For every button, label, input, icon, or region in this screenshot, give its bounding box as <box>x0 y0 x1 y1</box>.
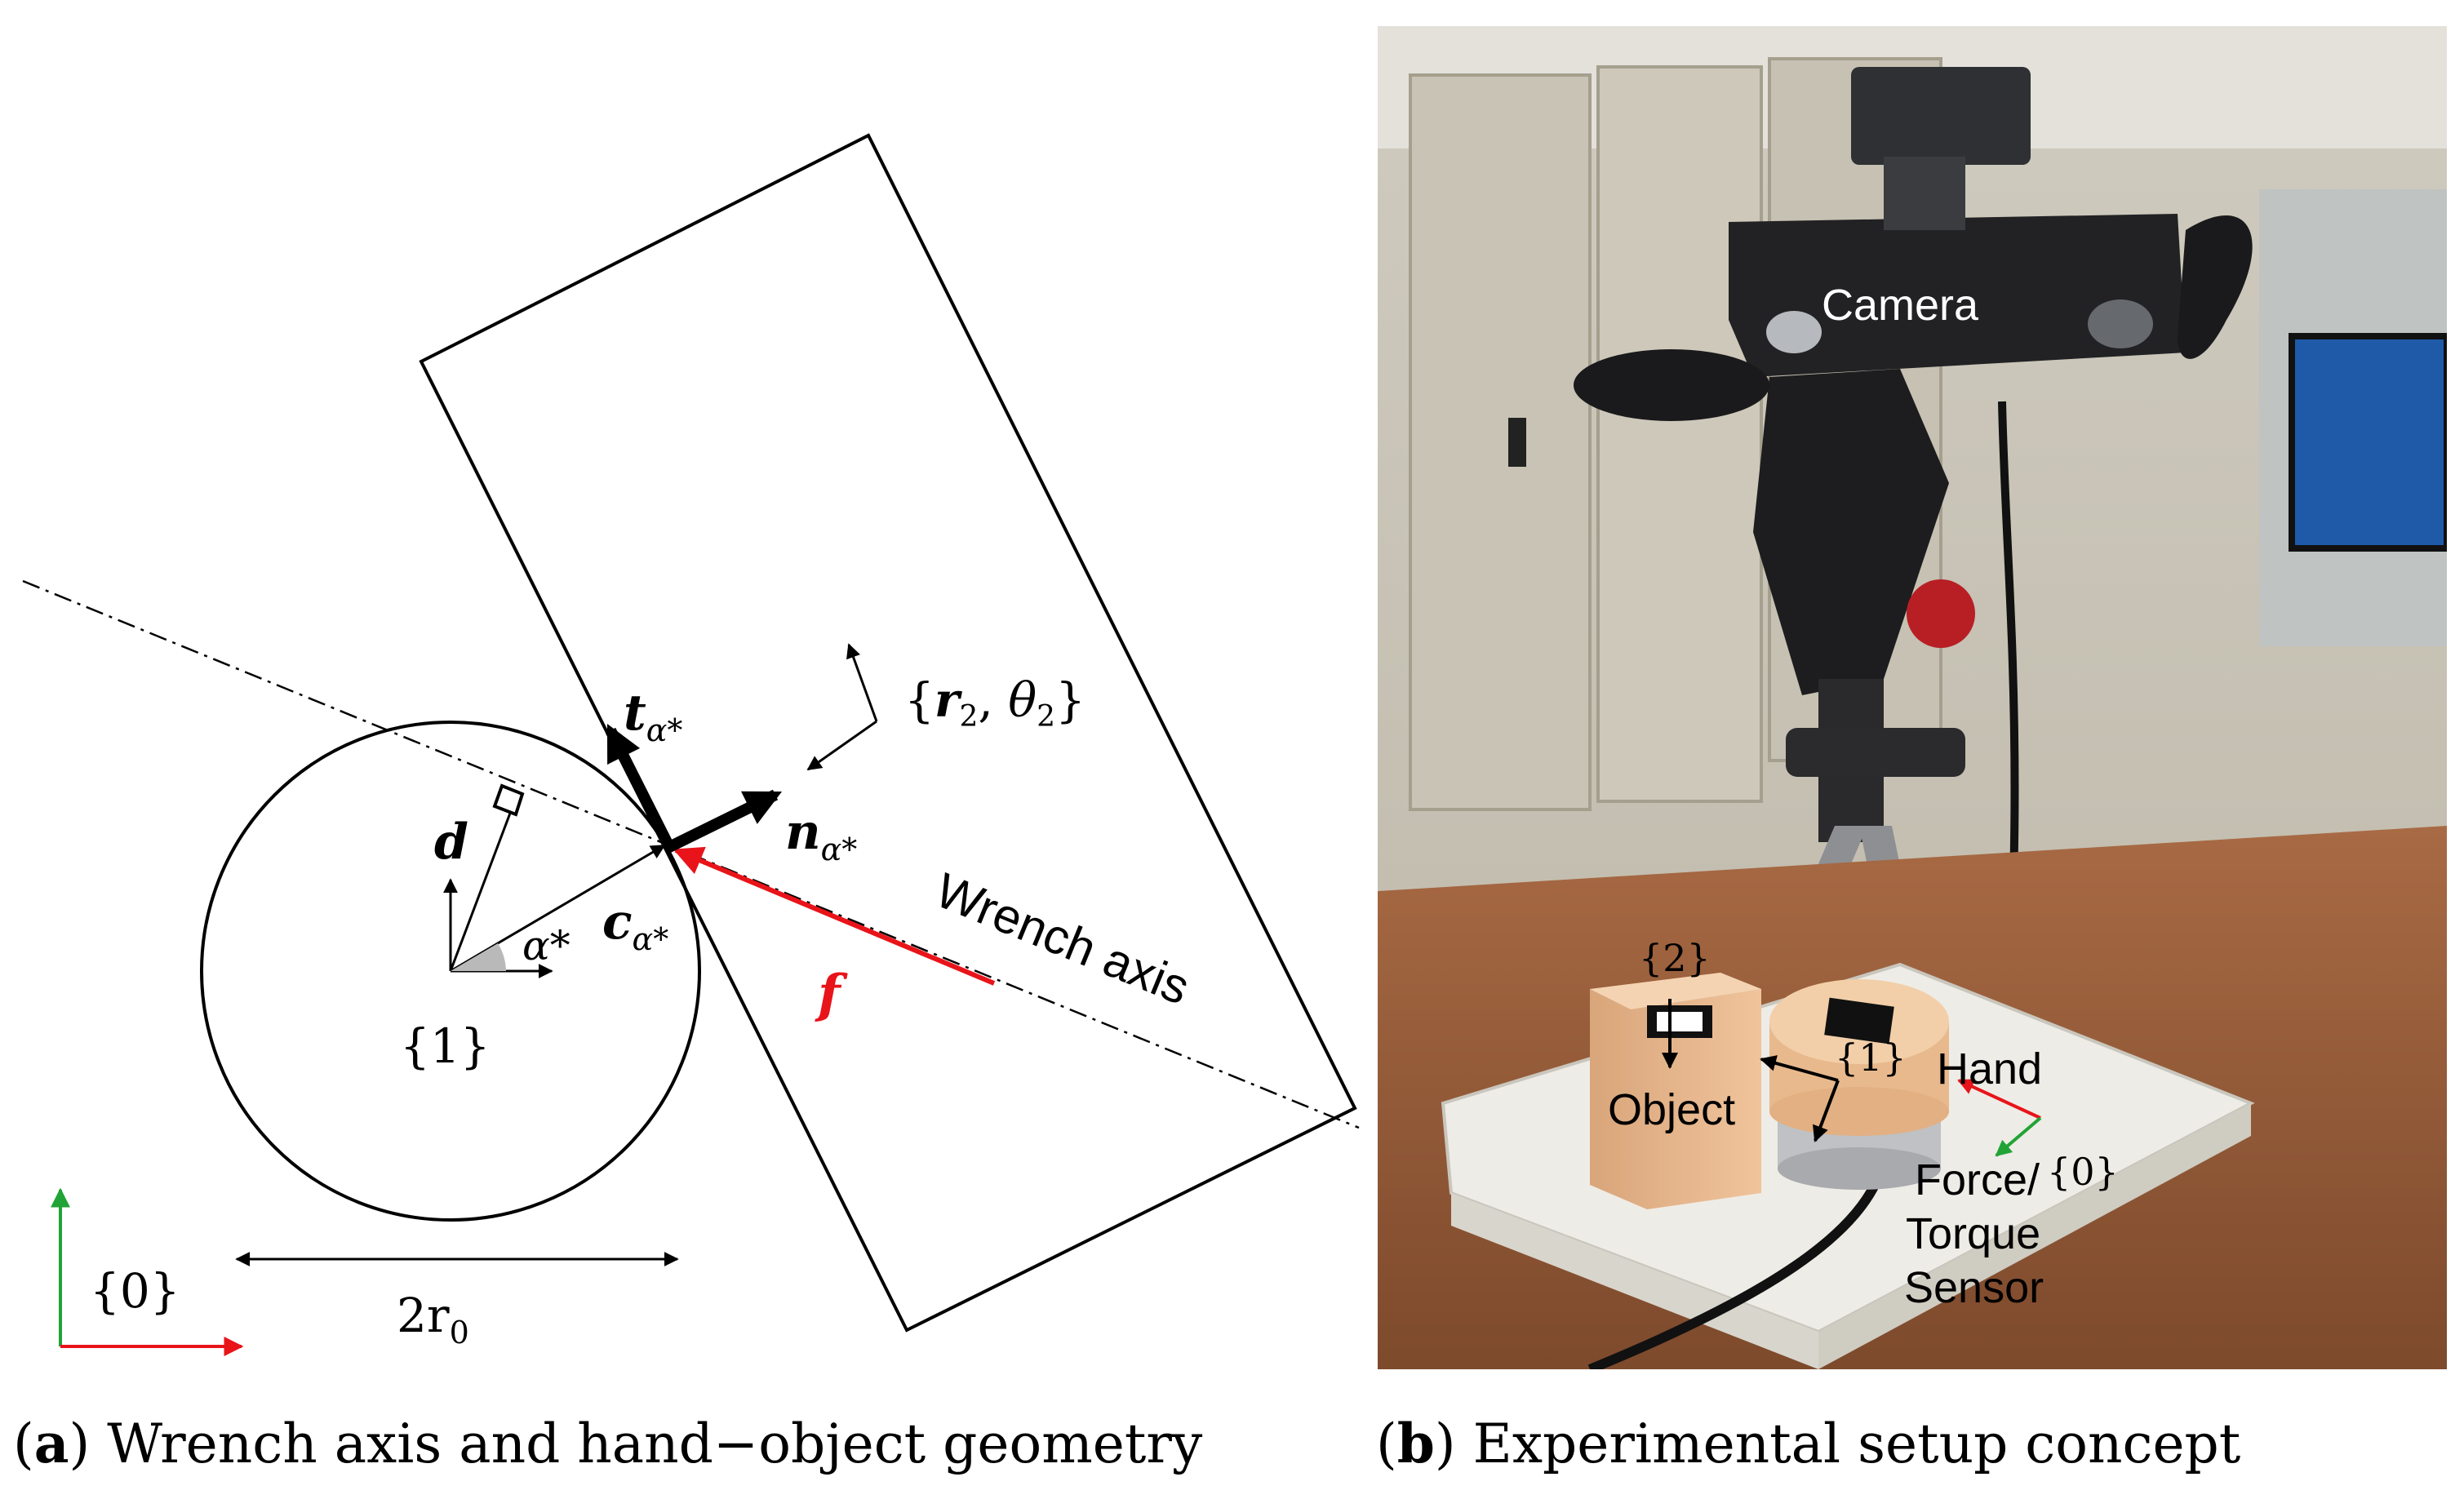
wrench-axis-label: Wrench axis <box>928 863 1197 1015</box>
frame0-label: {0} <box>2047 1150 2119 1194</box>
frame1-arrow-a <box>1760 1055 1839 1082</box>
d-label: d <box>434 814 468 871</box>
caption-b: (b) Experimental setup concept <box>1376 1412 2241 1475</box>
frame1-label: {1} <box>1835 1036 1907 1080</box>
frame2-axis-a <box>806 720 877 771</box>
hand-marker <box>1824 997 1894 1045</box>
force-label: f <box>815 964 848 1025</box>
object-block-top <box>1590 973 1761 1009</box>
right-angle-marker <box>492 783 525 817</box>
locker-panel <box>1596 65 1763 803</box>
distance-d-line <box>449 797 517 972</box>
sensor-label-line1: Force/ <box>1915 1155 2040 1204</box>
sensor-cable <box>1587 1159 1889 1369</box>
locker-panel <box>1409 73 1592 811</box>
frame1-arrow-b <box>1813 1080 1840 1142</box>
diameter-label: 2r0 <box>397 1288 469 1351</box>
tripod-head <box>1753 369 1949 695</box>
contact-vector <box>450 844 666 973</box>
base-plate-edge <box>1451 1193 1818 1369</box>
force-arrow <box>673 846 996 986</box>
camera-mount-top <box>1851 67 2031 165</box>
camera-body <box>1729 214 2186 377</box>
sensor-label-line2: Torque <box>1906 1209 2040 1258</box>
experimental-setup-photo: Camera {2} {1} {0} Object Hand Force/ To… <box>1378 26 2447 1369</box>
tripod-knob <box>1907 579 1975 648</box>
frame2-label: {2} <box>1639 936 1711 980</box>
camera-lens-block <box>1884 157 1965 230</box>
tangent-label: tα* <box>624 685 682 748</box>
hand-circle <box>200 721 701 1222</box>
object-label: Object <box>1608 1085 1735 1134</box>
force-sensor-bottom <box>1778 1147 1941 1190</box>
hand-cylinder-bottom <box>1769 1087 1949 1136</box>
normal-arrow <box>663 789 783 854</box>
alpha-angle-wedge <box>451 943 506 971</box>
base-plate-edge <box>1818 1103 2251 1369</box>
frame2-axis-b <box>846 643 878 722</box>
contact-label: cα* <box>602 894 668 957</box>
alpha-label: α* <box>522 922 570 969</box>
object-rectangle <box>419 133 1357 1333</box>
camera-handle <box>2178 215 2253 359</box>
wrench-geometry-diagram: tα* nα* d cα* α* {1} {0} {r2, θ2} f Wren… <box>22 133 1360 1356</box>
camera-label: Camera <box>1822 281 1979 330</box>
camera-side-grip <box>1574 349 1769 421</box>
tangent-arrow <box>605 723 675 850</box>
frame0-x-arrow <box>1957 1079 2041 1120</box>
object-marker-inner <box>1657 1012 1703 1031</box>
frame1-label: {1} <box>400 1018 491 1074</box>
camera-lens <box>2088 299 2153 348</box>
caption-a: (a) Wrench axis and hand−object geometry <box>13 1412 1203 1475</box>
frame0-label: {0} <box>90 1263 180 1319</box>
sensor-label-line3: Sensor <box>1904 1263 2044 1312</box>
frame2-label: {r2, θ2} <box>904 672 1085 734</box>
locker-handle <box>1508 418 1526 467</box>
tripod-clamp <box>1786 728 1965 777</box>
object-block <box>1590 973 1761 1209</box>
normal-label: nα* <box>785 804 857 867</box>
hand-label: Hand <box>1937 1045 2042 1093</box>
monitor <box>2289 333 2447 552</box>
camera-lens <box>1766 311 1822 353</box>
frame0-y-arrow <box>1995 1116 2042 1157</box>
